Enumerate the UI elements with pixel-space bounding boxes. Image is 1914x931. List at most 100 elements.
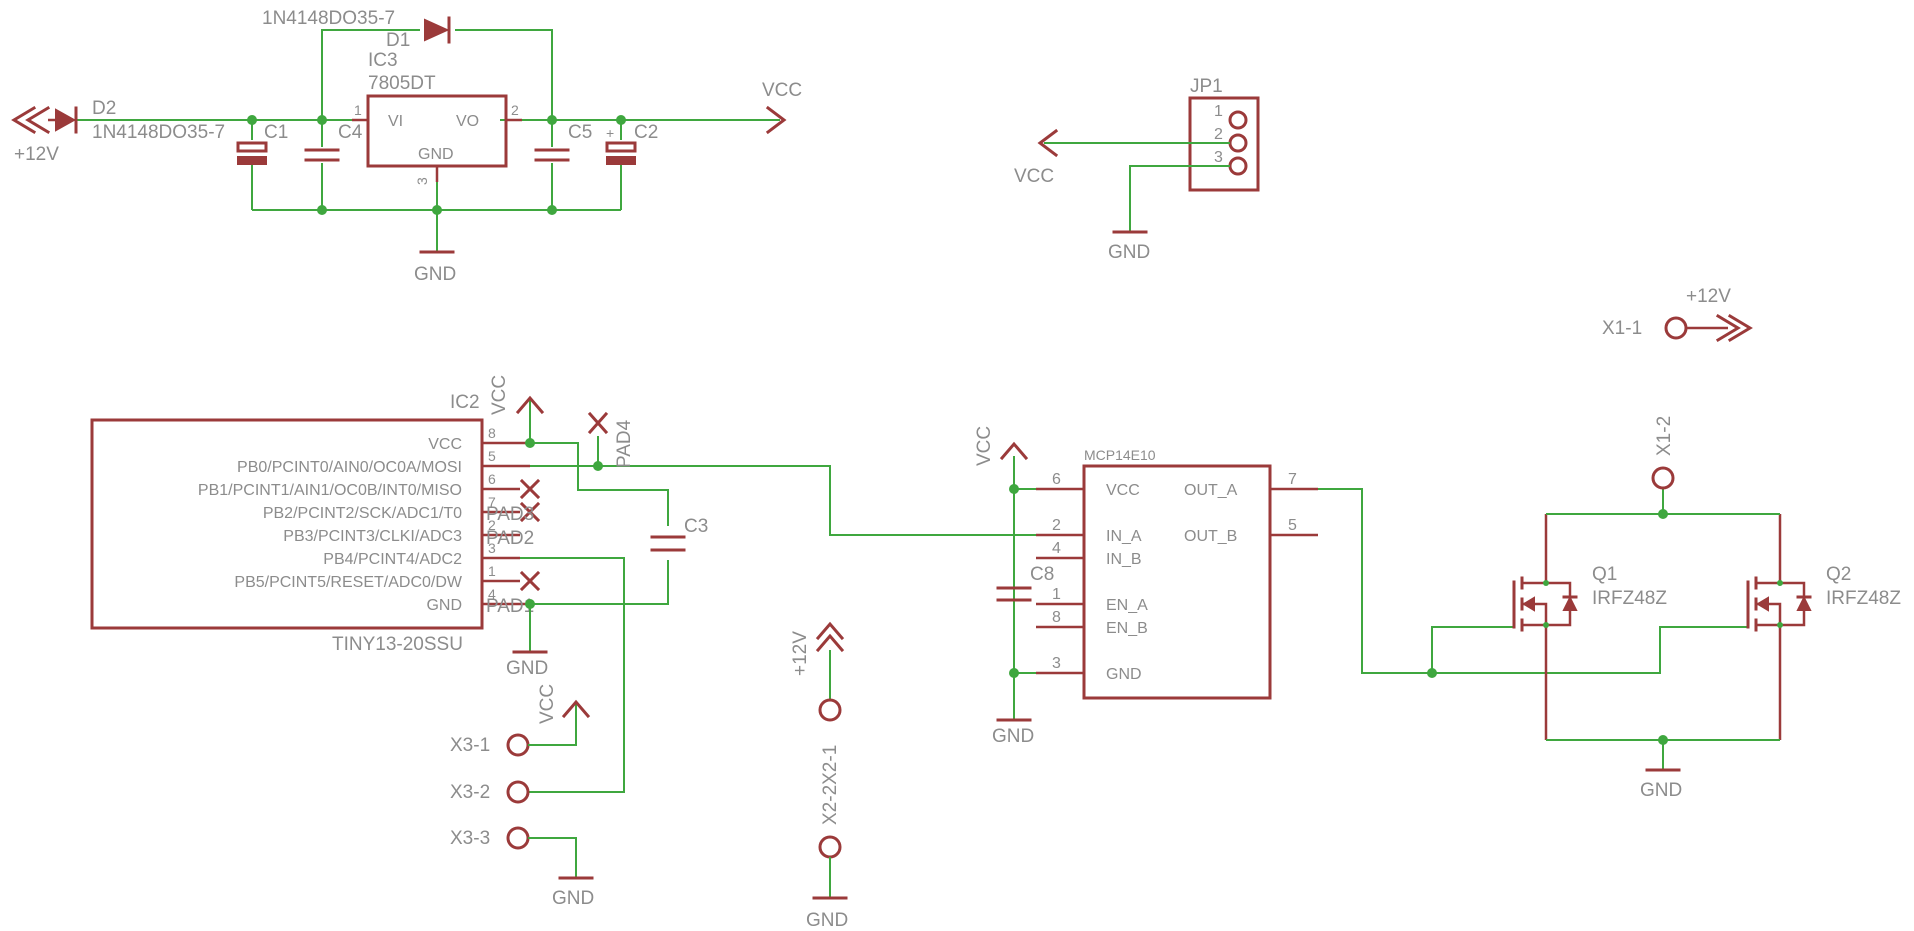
connector-x2: +12V X2-2X2-1 GND <box>790 621 848 931</box>
ic3-vi-label: VI <box>388 113 403 130</box>
q2-name: Q2 <box>1826 564 1851 585</box>
vcc-label-ic2: VCC <box>489 375 510 415</box>
c5-name: C5 <box>568 122 592 143</box>
ic2-pin-name: PB3/PCINT3/CLKI/ADC3 <box>283 528 462 545</box>
gnd-label-out: GND <box>1640 780 1682 801</box>
ic2-pin-name: PB0/PCINT0/AIN0/OC0A/MOSI <box>237 459 462 476</box>
q1-value: IRFZ48Z <box>1592 588 1667 609</box>
ic3-name: IC3 <box>368 50 398 71</box>
mcu-ic2: IC2 TINY13-20SSU VCC PB0/PCINT0/AIN0/OC0… <box>90 392 530 655</box>
mcp-pin-name: EN_A <box>1106 597 1148 614</box>
ic3-value: 7805DT <box>368 73 436 94</box>
ic2-pin-num: 4 <box>488 586 496 602</box>
mcp-pin-name: OUT_B <box>1184 528 1237 545</box>
ic2-pin-num: 3 <box>488 540 496 556</box>
d1-name: D1 <box>386 30 410 51</box>
vcc-label-x3: VCC <box>537 684 558 724</box>
mcp-pin-num: 3 <box>1052 655 1061 672</box>
c8-name: C8 <box>1030 564 1054 585</box>
c4-name: C4 <box>338 122 363 143</box>
ic2-pin-name: PB4/PCINT4/ADC2 <box>323 551 462 568</box>
mcp-pin-num: 2 <box>1052 517 1061 534</box>
jp1-pin2: 2 <box>1214 126 1223 143</box>
plus12v-x2: +12V <box>790 631 811 676</box>
mcp-name: MCP14E10 <box>1084 447 1156 463</box>
jp1-pin3: 3 <box>1214 149 1223 166</box>
ic2-wiring: VCC PAD4 PAD3 PAD2 PAD1 GND C3 <box>486 375 1036 793</box>
mcp-pin-num: 1 <box>1052 586 1061 603</box>
ic2-name: IC2 <box>450 392 480 413</box>
ic2-pin-name: PB2/PCINT2/SCK/ADC1/T0 <box>263 505 462 522</box>
ic3-pin3: 3 <box>414 177 430 185</box>
ic2-pin-num: 6 <box>488 471 496 487</box>
vcc-label-mcp: VCC <box>974 426 995 466</box>
ic2-pin-name: PB1/PCINT1/AIN1/OC0B/INT0/MISO <box>198 482 462 499</box>
plus12v-x1: +12V <box>1686 286 1731 307</box>
q1-name: Q1 <box>1592 564 1617 585</box>
gnd-label-x3: GND <box>552 888 594 909</box>
vcc-label-jp1: VCC <box>1014 166 1054 187</box>
ic2-pin-num: 2 <box>488 517 496 533</box>
ic3-pin2: 2 <box>511 102 519 118</box>
diode-d1: 1N4148DO35-7 D1 <box>262 8 451 51</box>
pad3-label: PAD3 <box>486 504 534 525</box>
mcp-pin-name: IN_B <box>1106 551 1142 568</box>
gnd-label-psu: GND <box>414 264 456 285</box>
capacitor-c5: C5 <box>534 122 592 162</box>
c1-name: C1 <box>264 122 288 143</box>
mcp-pin-name: VCC <box>1106 482 1140 499</box>
mcp-pin-num: 4 <box>1052 540 1061 557</box>
mcp-pin-num: 5 <box>1288 517 1297 534</box>
terminal-x1-1: X1-1 +12V <box>1602 286 1753 343</box>
output-stage-wiring: X1-2 GND <box>1546 416 1780 801</box>
ic3-vo-label: VO <box>456 113 479 130</box>
mcp-pin-num: 6 <box>1052 471 1061 488</box>
jp1-name: JP1 <box>1190 76 1223 97</box>
gnd-label-ic2: GND <box>506 658 548 679</box>
mcp-wiring: VCC C8 GND <box>974 426 1748 747</box>
power-supply-section: 1N4148DO35-7 D1 IC3 7805DT VI VO GND 1 2… <box>11 8 802 285</box>
mcp-pin-name: EN_B <box>1106 620 1148 637</box>
d1-value: 1N4148DO35-7 <box>262 8 395 29</box>
ic2-pin-num: 8 <box>488 425 496 441</box>
gnd-label-mcp: GND <box>992 726 1034 747</box>
input-12v-d2: +12V D2 1N4148DO35-7 <box>11 98 225 165</box>
gnd-symbol-psu: GND <box>414 250 456 285</box>
pad4-label: PAD4 <box>614 419 635 468</box>
c3-name: C3 <box>684 516 708 537</box>
driver-mcp14e10: MCP14E10 VCC IN_A IN_B EN_A EN_B GND OUT… <box>1036 447 1318 700</box>
ic2-value: TINY13-20SSU <box>332 634 463 655</box>
ic3-pin1: 1 <box>354 102 362 118</box>
mcp-pin-num: 8 <box>1052 609 1061 626</box>
pad2-label: PAD2 <box>486 528 534 549</box>
mosfet-q2: Q2 IRFZ48Z <box>1746 514 1901 740</box>
ic2-pin-name: GND <box>426 597 462 614</box>
mcp-pin-name: IN_A <box>1106 528 1142 545</box>
mcp-pin-num: 7 <box>1288 471 1297 488</box>
mcp-pin-name: GND <box>1106 666 1142 683</box>
vcc-label-top: VCC <box>762 80 802 101</box>
c2-name: C2 <box>634 122 658 143</box>
connector-x3: X3-1 X3-2 X3-3 VCC GND <box>450 684 594 909</box>
regulator-ic3: IC3 7805DT VI VO GND 1 2 3 <box>352 50 522 185</box>
d2-name: D2 <box>92 98 116 119</box>
connector-jp1: JP1 1 2 3 VCC GND <box>1014 76 1260 263</box>
d2-value: 1N4148DO35-7 <box>92 122 225 143</box>
ic2-pin-num: 1 <box>488 563 496 579</box>
capacitor-c1: C1 <box>236 122 288 165</box>
x2-label: X2-2X2-1 <box>820 745 841 825</box>
x3-2-label: X3-2 <box>450 782 490 803</box>
x3-1-label: X3-1 <box>450 735 490 756</box>
gnd-label-jp1: GND <box>1108 242 1150 263</box>
ic3-gnd-label: GND <box>418 146 454 163</box>
vcc-arrow-top: VCC <box>762 80 802 135</box>
ic2-pin-num: 5 <box>488 448 496 464</box>
x1-1-label: X1-1 <box>1602 318 1642 339</box>
pad1-label: PAD1 <box>486 596 534 617</box>
x3-3-label: X3-3 <box>450 828 490 849</box>
q2-value: IRFZ48Z <box>1826 588 1901 609</box>
ic2-pin-name: VCC <box>428 436 462 453</box>
capacitor-c2: + C2 <box>605 122 658 165</box>
plus12v-label: +12V <box>14 144 59 165</box>
